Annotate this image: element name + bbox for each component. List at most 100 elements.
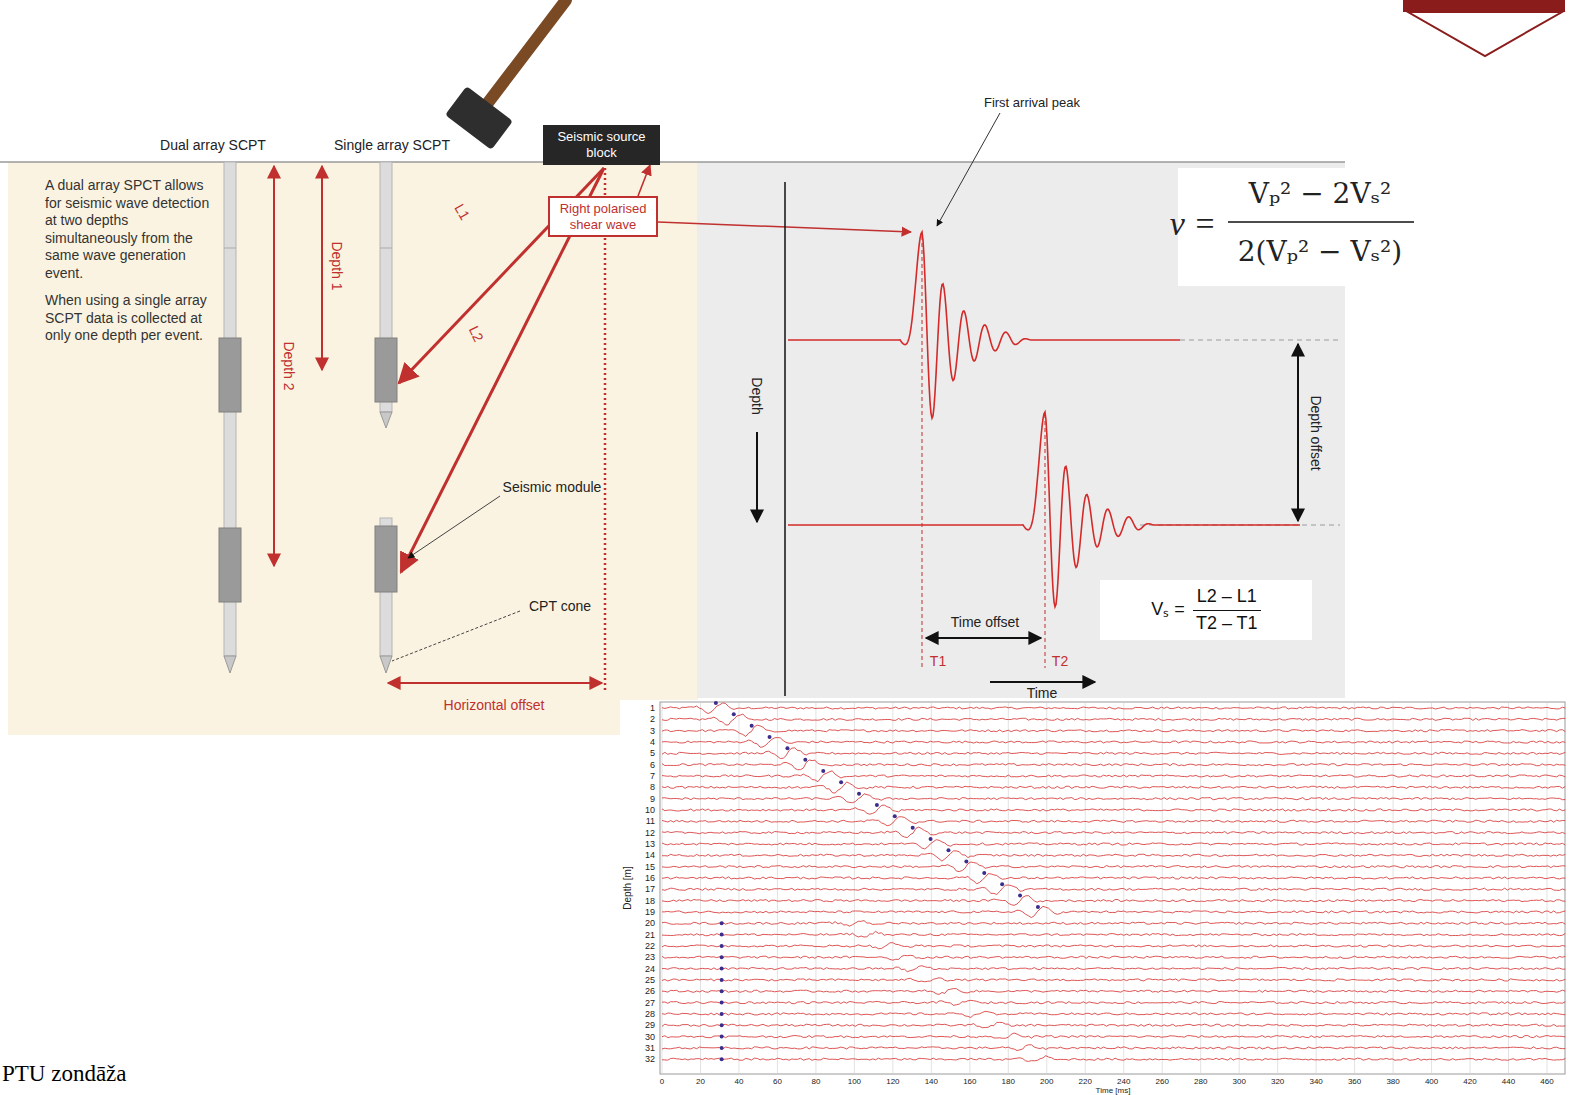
formula-text: Vₛ = bbox=[1151, 599, 1185, 621]
circle-shape bbox=[720, 1012, 724, 1016]
axis-tick: 21 bbox=[645, 929, 655, 940]
circle-shape bbox=[720, 955, 724, 959]
axis-tick: 120 bbox=[886, 1077, 899, 1087]
axis-tick: 11 bbox=[646, 816, 655, 827]
diagram-label: A dual array SPCT allows for seismic wav… bbox=[45, 177, 213, 282]
path-shape bbox=[662, 874, 1565, 884]
path-shape bbox=[662, 738, 1565, 748]
diagram-label: Depth [m] bbox=[622, 866, 634, 909]
circle-shape bbox=[720, 1035, 724, 1039]
path-shape bbox=[662, 771, 1565, 782]
chart-frame bbox=[660, 702, 1565, 1074]
circle-shape bbox=[911, 826, 915, 830]
path-shape bbox=[662, 955, 1565, 960]
axis-tick: 9 bbox=[650, 793, 655, 804]
axis-tick: 1 bbox=[650, 703, 655, 714]
circle-shape bbox=[946, 848, 950, 852]
axis-tick: 460 bbox=[1540, 1077, 1553, 1087]
formula-text: T2 – T1 bbox=[1196, 611, 1258, 635]
diagram-label: Depth bbox=[749, 377, 766, 414]
axis-tick: 60 bbox=[773, 1077, 782, 1087]
diagram-label: First arrival peak bbox=[984, 95, 1080, 111]
path-shape bbox=[662, 1033, 1565, 1038]
circle-shape bbox=[1000, 882, 1004, 886]
circle-shape bbox=[720, 1057, 724, 1061]
line-shape bbox=[1354, 703, 1355, 1073]
diagram-label: Time [ms] bbox=[1096, 1086, 1131, 1095]
axis-tick: 260 bbox=[1156, 1077, 1169, 1087]
axis-tick: 31 bbox=[645, 1042, 655, 1053]
diagram-label: CPT cone bbox=[529, 598, 591, 615]
plot-axis bbox=[784, 182, 786, 696]
axis-tick: 19 bbox=[645, 907, 655, 918]
circle-shape bbox=[720, 933, 724, 937]
axis-tick: 5 bbox=[650, 748, 655, 759]
circle-shape bbox=[732, 712, 736, 716]
path-shape bbox=[662, 840, 1565, 849]
circle-shape bbox=[964, 860, 968, 864]
diagram-label: T1 bbox=[930, 653, 946, 670]
axis-tick: 400 bbox=[1425, 1077, 1438, 1087]
line-shape bbox=[931, 703, 932, 1073]
axis-tick: 27 bbox=[645, 997, 655, 1008]
circle-shape bbox=[720, 989, 724, 993]
line-shape bbox=[487, 0, 566, 104]
baseline bbox=[1180, 340, 1340, 341]
axis-tick: 2 bbox=[650, 714, 655, 725]
path-shape bbox=[662, 817, 1565, 826]
axis-tick: 360 bbox=[1348, 1077, 1361, 1087]
line-shape bbox=[1277, 703, 1278, 1073]
circle-shape bbox=[839, 780, 843, 784]
diagram-label: Seismic module bbox=[503, 479, 602, 496]
axis-tick: 16 bbox=[645, 873, 655, 884]
axis-tick: 17 bbox=[645, 884, 655, 895]
axis-tick: 20 bbox=[645, 918, 655, 929]
circle-shape bbox=[720, 1001, 724, 1005]
waveforms bbox=[788, 232, 1300, 607]
path-shape bbox=[662, 931, 1565, 937]
line-shape bbox=[1239, 703, 1240, 1073]
circle-shape bbox=[720, 967, 724, 971]
axis-tick: 22 bbox=[645, 941, 655, 952]
circle-shape bbox=[720, 921, 724, 925]
diagram-label: Depth 2 bbox=[281, 341, 298, 390]
axis-tick: 80 bbox=[811, 1077, 820, 1087]
line-shape bbox=[1470, 703, 1471, 1073]
diagram-label: Dual array SCPT bbox=[160, 137, 266, 154]
diagram-label: PTU zondāža bbox=[2, 1060, 127, 1088]
diagram-label: Time bbox=[1027, 685, 1058, 702]
diagram-label: Single array SCPT bbox=[334, 137, 450, 154]
axis-tick: 24 bbox=[645, 963, 655, 974]
circle-shape bbox=[750, 724, 754, 728]
circle-shape bbox=[720, 978, 724, 982]
circle-shape bbox=[803, 758, 807, 762]
line-shape bbox=[738, 703, 739, 1073]
axis-tick: 220 bbox=[1079, 1077, 1092, 1087]
line-shape bbox=[224, 248, 236, 249]
path-shape bbox=[662, 851, 1565, 861]
axis-tick: 0 bbox=[660, 1077, 664, 1087]
path-shape bbox=[662, 966, 1565, 972]
path-shape bbox=[662, 805, 1565, 814]
path-shape bbox=[662, 1000, 1565, 1005]
axis-tick: 280 bbox=[1194, 1077, 1207, 1087]
diagram-label: Time offset bbox=[951, 614, 1019, 631]
leader-line bbox=[392, 611, 520, 661]
circle-shape bbox=[1018, 894, 1022, 898]
depth-arrow bbox=[756, 432, 758, 522]
path-shape bbox=[1408, 12, 1562, 56]
line-shape bbox=[700, 703, 701, 1073]
line-shape bbox=[1008, 703, 1009, 1073]
path-shape bbox=[224, 656, 236, 673]
path-shape bbox=[662, 989, 1565, 995]
leader-line bbox=[937, 113, 1000, 226]
dual-array-probe bbox=[219, 162, 241, 673]
line-shape bbox=[662, 703, 663, 1073]
path-shape bbox=[662, 1045, 1565, 1051]
axis-tick: 20 bbox=[696, 1077, 705, 1087]
line-shape bbox=[1162, 703, 1163, 1073]
axis-tick: 29 bbox=[645, 1020, 655, 1031]
axis-tick: 4 bbox=[650, 737, 655, 748]
rect-shape bbox=[375, 526, 397, 592]
formula-text: L2 – L1 bbox=[1193, 586, 1261, 611]
